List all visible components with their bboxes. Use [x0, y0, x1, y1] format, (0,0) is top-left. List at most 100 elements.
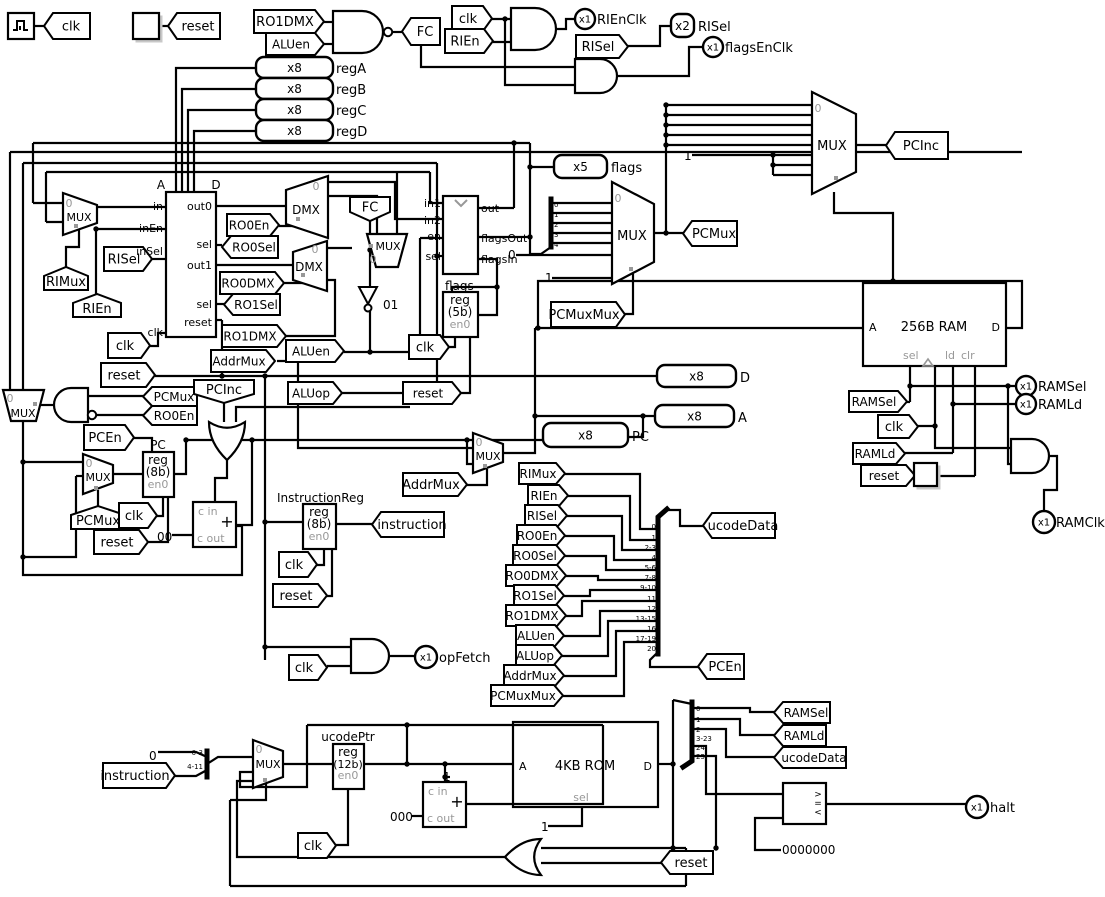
tunnel-pcen[interactable]: PCEn — [696, 653, 745, 680]
constant-value[interactable]: 0 — [508, 248, 516, 262]
tunnel-ro0sel[interactable]: RO0Sel — [220, 235, 279, 259]
and-gate[interactable] — [573, 57, 619, 95]
tunnel-pcinc[interactable]: PCInc — [193, 379, 255, 405]
tunnel-risel[interactable]: RISel — [103, 246, 154, 272]
tunnel-ro0dmx[interactable]: RO0DMX — [219, 271, 286, 295]
alu[interactable] — [441, 194, 480, 276]
constant-value[interactable]: 1 — [684, 149, 692, 163]
constant-value[interactable]: 01 — [383, 298, 398, 312]
tunnel-addrmux[interactable]: AddrMux — [503, 664, 566, 687]
tunnel-aluop[interactable]: ALUop — [287, 381, 344, 405]
constant-value[interactable]: 0 — [149, 749, 157, 763]
button[interactable] — [912, 461, 941, 490]
tunnel-pcinc[interactable]: PCInc — [884, 131, 949, 160]
constant-value[interactable]: 1 — [545, 271, 553, 285]
constant-value[interactable]: 00 — [157, 530, 172, 544]
tunnel-clk[interactable]: clk — [451, 5, 494, 32]
tunnel-rimux[interactable]: RIMux — [518, 462, 567, 485]
tunnel-fc[interactable]: FC — [349, 196, 391, 223]
tunnel-ramld[interactable]: RAMLd — [772, 724, 827, 747]
tunnel-clk[interactable]: clk — [408, 334, 451, 360]
flags-register[interactable]: reg(5b)en0 — [441, 290, 480, 339]
tunnel-reset[interactable]: reset — [659, 850, 714, 875]
tunnel-ramsel[interactable]: RAMSel — [772, 701, 831, 724]
tunnel-pcmux[interactable]: PCMux — [681, 220, 738, 247]
tunnel-clk[interactable]: clk — [877, 414, 920, 439]
tunnel-rien[interactable]: RIEn — [72, 292, 122, 318]
tunnel-clk[interactable]: clk — [107, 332, 152, 359]
tunnel-reset[interactable]: reset — [100, 362, 157, 388]
tunnel-ro1dmx[interactable]: RO1DMX — [253, 9, 326, 34]
or-gate[interactable] — [503, 837, 544, 877]
tunnel-aluen[interactable]: ALUen — [515, 624, 566, 647]
and-gate[interactable] — [509, 6, 558, 52]
tunnel-ro0dmx[interactable]: RO0DMX — [505, 564, 568, 587]
tunnel-addrmux[interactable]: AddrMux — [210, 349, 277, 373]
or-gate[interactable] — [207, 420, 247, 462]
pc-register[interactable]: reg(8b)en0 — [141, 450, 176, 499]
clock-source[interactable] — [6, 11, 36, 41]
constant-value[interactable]: 1 — [541, 820, 549, 834]
tunnel-reset[interactable]: reset — [93, 529, 150, 555]
tunnel-clk[interactable]: clk — [42, 12, 91, 40]
tunnel-pcmux[interactable]: PCMux — [141, 386, 198, 407]
tunnel-pcmuxmux[interactable]: PCMuxMux — [490, 684, 565, 707]
tunnel-ro0en[interactable]: RO0En — [226, 213, 281, 237]
not-gate[interactable] — [357, 286, 379, 313]
tunnel-ro1dmx[interactable]: RO1DMX — [221, 324, 288, 348]
tunnel-fc[interactable]: FC — [400, 17, 441, 46]
tunnel-instruction[interactable]: instruction — [370, 511, 447, 538]
and-gate[interactable] — [1009, 437, 1051, 475]
tunnel-rien[interactable]: RIEn — [444, 28, 495, 54]
tunnel-ro0en[interactable]: RO0En — [516, 524, 567, 547]
tunnel-ro0sel[interactable]: RO0Sel — [512, 544, 567, 567]
instruction-register[interactable]: reg(8b)en0 — [301, 502, 338, 551]
tunnel-aluen[interactable]: ALUen — [265, 32, 326, 56]
tunnel-pcen[interactable]: PCEn — [83, 424, 136, 451]
button[interactable] — [131, 11, 163, 43]
tunnel-reset[interactable]: reset — [166, 12, 221, 40]
tunnel-reset[interactable]: reset — [860, 464, 917, 487]
tunnel-ro0en[interactable]: RO0En — [141, 405, 198, 426]
register-file[interactable] — [164, 190, 218, 339]
and-gate[interactable] — [349, 637, 391, 675]
tunnel-reset[interactable]: reset — [402, 381, 463, 405]
ucodeptr-register[interactable]: reg(12b)en0 — [331, 742, 366, 791]
and-gate[interactable] — [52, 386, 98, 424]
tunnel-clk[interactable]: clk — [278, 551, 319, 578]
tunnel-ucodedata[interactable]: ucodeData — [701, 512, 778, 539]
tunnel-clk[interactable]: clk — [118, 502, 159, 529]
constant-value[interactable]: 1 — [443, 770, 451, 784]
ucode-adder[interactable]: c in+c out — [421, 780, 468, 829]
tunnel-risel[interactable]: RISel — [524, 504, 569, 527]
tunnel-clk[interactable]: clk — [288, 654, 329, 681]
tunnel-ramsel[interactable]: RAMSel — [848, 390, 909, 413]
tunnel-risel[interactable]: RISel — [575, 34, 630, 59]
tunnel-ro1sel[interactable]: RO1Sel — [513, 584, 566, 607]
tunnel-rien[interactable]: RIEn — [527, 484, 570, 507]
tunnel-pcmux[interactable]: PCMux — [70, 504, 126, 530]
constant-value[interactable]: 0000000 — [782, 843, 835, 857]
tunnel-instruction[interactable]: instruction — [100, 762, 177, 789]
